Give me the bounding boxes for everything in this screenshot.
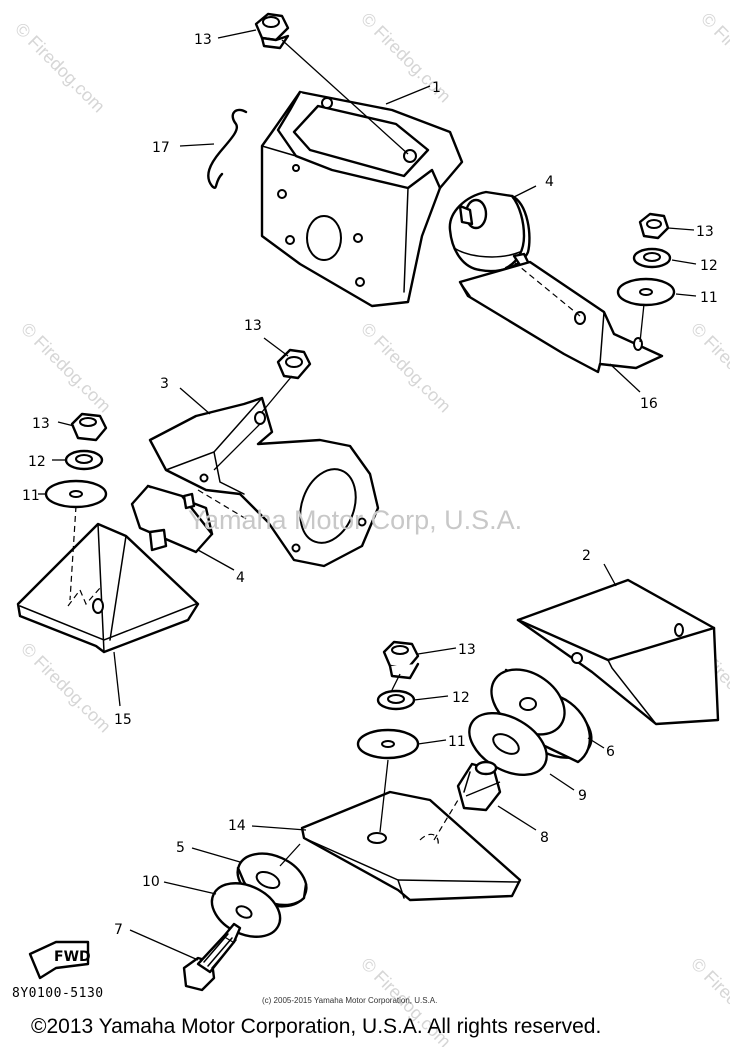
assembly-lines	[69, 39, 645, 867]
part-11-washer-right	[616, 277, 676, 307]
callout-12: 12	[700, 258, 718, 274]
part-11-washer-lower	[356, 728, 420, 760]
overlay-credit: Yamaha Motor Corp, U.S.A.	[188, 505, 523, 535]
callout-10: 10	[142, 874, 160, 890]
part-11-washer-left	[44, 479, 108, 509]
part-13-nut-left	[70, 412, 108, 442]
part-16-plate	[458, 260, 664, 374]
part-code: 8Y0100-5130	[12, 986, 104, 1001]
callout-14: 14	[228, 818, 246, 834]
watermark-text: © Firedog.com	[11, 19, 109, 117]
callout-1: 1	[432, 80, 441, 96]
watermark-text: © Firedog.com	[17, 319, 115, 417]
part-2-bracket	[516, 578, 720, 726]
callout-4: 4	[545, 174, 554, 190]
callout-13: 13	[458, 642, 476, 658]
callout-12: 12	[452, 690, 470, 706]
part-7-bolt	[182, 922, 242, 992]
watermark-text: © Firedog.com	[687, 319, 730, 417]
callout-13: 13	[696, 224, 714, 240]
callout-2: 2	[582, 548, 591, 564]
part-8-collar	[456, 760, 502, 812]
part-12-washer-right	[632, 247, 672, 269]
callout-16: 16	[640, 396, 658, 412]
part-10-washer	[210, 882, 282, 938]
callout-labels: 13 17 1 4 13 12 11 16 13 3 13 12 11 4 15…	[22, 32, 718, 938]
small-copyright: (c) 2005-2015 Yamaha Motor Corporation, …	[262, 996, 438, 1005]
callout-15: 15	[114, 712, 132, 728]
part-13-nut-right	[638, 212, 670, 240]
callout-8: 8	[540, 830, 549, 846]
part-4-mount-upper	[448, 190, 532, 273]
watermark-text: © Firedog.com	[697, 9, 730, 107]
watermark-text: © Firedog.com	[357, 319, 455, 417]
callout-6: 6	[606, 744, 615, 760]
callout-11: 11	[22, 488, 40, 504]
part-13-nut-lower	[382, 640, 420, 680]
callout-12: 12	[28, 454, 46, 470]
callout-13: 13	[32, 416, 50, 432]
part-1-bracket	[260, 90, 464, 308]
callout-4: 4	[236, 570, 245, 586]
fwd-arrow-label: FWD	[54, 949, 91, 965]
part-4-mount-middle	[130, 484, 214, 554]
footer-copyright: ©2013 Yamaha Motor Corporation, U.S.A. A…	[31, 1015, 602, 1038]
callout-17: 17	[152, 140, 170, 156]
watermark-text: © Firedog.com	[687, 954, 730, 1047]
part-12-washer-left	[64, 449, 104, 471]
fwd-arrow-icon: FWD	[28, 940, 91, 980]
part-17-clip	[207, 108, 248, 189]
callout-7: 7	[114, 922, 123, 938]
leader-lines	[38, 29, 697, 961]
watermark-text: © Firedog.com	[17, 639, 115, 737]
callout-9: 9	[578, 788, 587, 804]
callout-5: 5	[176, 840, 185, 856]
part-14-plate	[300, 790, 522, 902]
part-3-bracket	[148, 396, 380, 568]
part-13-nut-middle	[276, 348, 312, 380]
callout-13: 13	[194, 32, 212, 48]
callout-11: 11	[700, 290, 718, 306]
callout-11: 11	[448, 734, 466, 750]
part-13-nut-top	[254, 12, 290, 50]
callout-3: 3	[160, 376, 169, 392]
part-12-washer-lower	[376, 689, 416, 711]
part-15-wedge-bracket	[16, 522, 200, 654]
callout-13: 13	[244, 318, 262, 334]
